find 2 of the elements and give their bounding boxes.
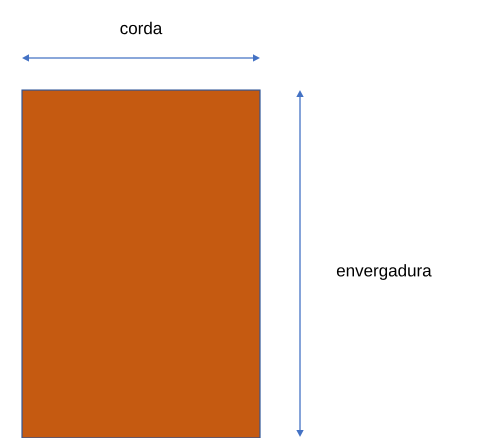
dimension-label: envergadura [336,264,432,280]
dimension-label: corda [120,22,162,34]
